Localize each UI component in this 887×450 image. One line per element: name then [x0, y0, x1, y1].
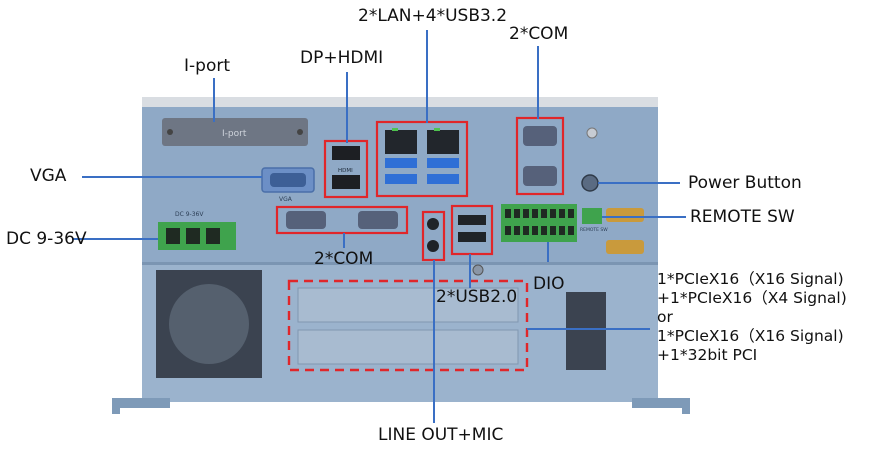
usb32-port-4 [427, 174, 459, 184]
pcie-line-2: +1*PCIeX16（X4 Signal) [657, 288, 847, 307]
usb20-port-1 [458, 215, 486, 225]
iport-plate-text: I-port [222, 129, 247, 139]
chassis-top-edge [142, 97, 658, 109]
label-line-out-mic: LINE OUT+MIC [378, 425, 504, 445]
com-port-4 [358, 211, 398, 229]
hdmi-port [332, 175, 360, 189]
com-bottom-highlight [275, 205, 409, 235]
svg-text:HDMI: HDMI [338, 168, 353, 174]
com-port-3 [286, 211, 326, 229]
usb20-highlight [450, 204, 494, 256]
ground-screw [586, 127, 598, 139]
dio-terminal [501, 204, 577, 242]
com-port-2 [523, 166, 557, 186]
label-iport: I-port [184, 56, 230, 76]
label-power-button: Power Button [688, 173, 802, 193]
label-com-bottom: 2*COM [314, 249, 374, 269]
label-usb20: 2*USB2.0 [436, 287, 518, 307]
pcie-line-4: 1*PCIeX16（X16 Signal) [657, 326, 844, 345]
foot-left [112, 398, 170, 414]
lan-usb-highlight [375, 120, 469, 198]
lan-port-2 [427, 130, 459, 154]
pcie-line-5: +1*32bit PCI [657, 345, 758, 364]
pcie-line-1: 1*PCIeX16（X16 Signal) [657, 270, 844, 288]
line-out-jack [427, 218, 439, 230]
usb32-port-1 [385, 158, 417, 168]
svg-text:DC 9-36V: DC 9-36V [175, 211, 204, 218]
iport-plate [162, 118, 308, 146]
antenna-connector-2 [606, 240, 644, 254]
side-vent [566, 292, 606, 370]
label-vga: VGA [30, 166, 67, 186]
label-dp-hdmi: DP+HDMI [300, 48, 384, 68]
expansion-slot-2 [297, 329, 519, 365]
antenna-connector-1 [606, 208, 644, 222]
label-com-top: 2*COM [509, 24, 569, 44]
usb32-port-3 [385, 174, 417, 184]
expansion-slot-1 [297, 287, 519, 323]
label-dio: DIO [533, 274, 565, 294]
remote-switch [582, 208, 602, 224]
svg-text:REMOTE SW: REMOTE SW [580, 227, 608, 233]
label-remote-sw: REMOTE SW [690, 207, 795, 227]
label-dc-input: DC 9-36V [6, 229, 87, 249]
foot-right [632, 398, 690, 414]
lan-port-1 [385, 130, 417, 154]
label-lan-usb: 2*LAN+4*USB3.2 [358, 6, 508, 26]
svg-text:VGA: VGA [279, 196, 293, 203]
label-pcie-options: 1*PCIeX16（X16 Signal) +1*PCIeX16（X4 Sign… [657, 270, 847, 365]
com-top-highlight [515, 116, 565, 196]
usb32-port-2 [427, 158, 459, 168]
pcie-line-3: or [657, 307, 673, 326]
power-button [581, 174, 599, 192]
com-port-1 [523, 126, 557, 146]
mic-jack [427, 240, 439, 252]
usb20-port-2 [458, 232, 486, 242]
dp-port [332, 146, 360, 160]
